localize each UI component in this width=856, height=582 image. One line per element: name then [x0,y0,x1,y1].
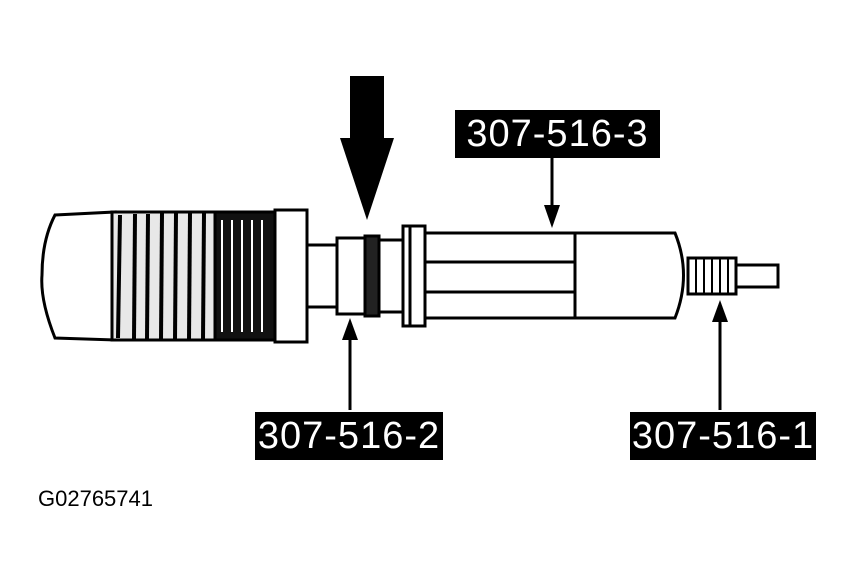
installer-sleeve [401,224,685,328]
forcing-screw [686,256,780,296]
leader-arrow-307-516-2 [342,318,358,410]
leader-arrow-307-516-1 [712,300,728,410]
force-arrow [340,76,394,220]
callout-307-516-1: 307-516-1 [630,412,816,460]
leader-arrow-307-516-3 [544,158,560,228]
callout-307-516-3: 307-516-3 [455,110,660,158]
drum-housing [40,208,309,344]
shaft-and-bearing [305,234,405,318]
figure-id: G02765741 [38,486,153,511]
callout-307-516-2: 307-516-2 [255,412,443,460]
